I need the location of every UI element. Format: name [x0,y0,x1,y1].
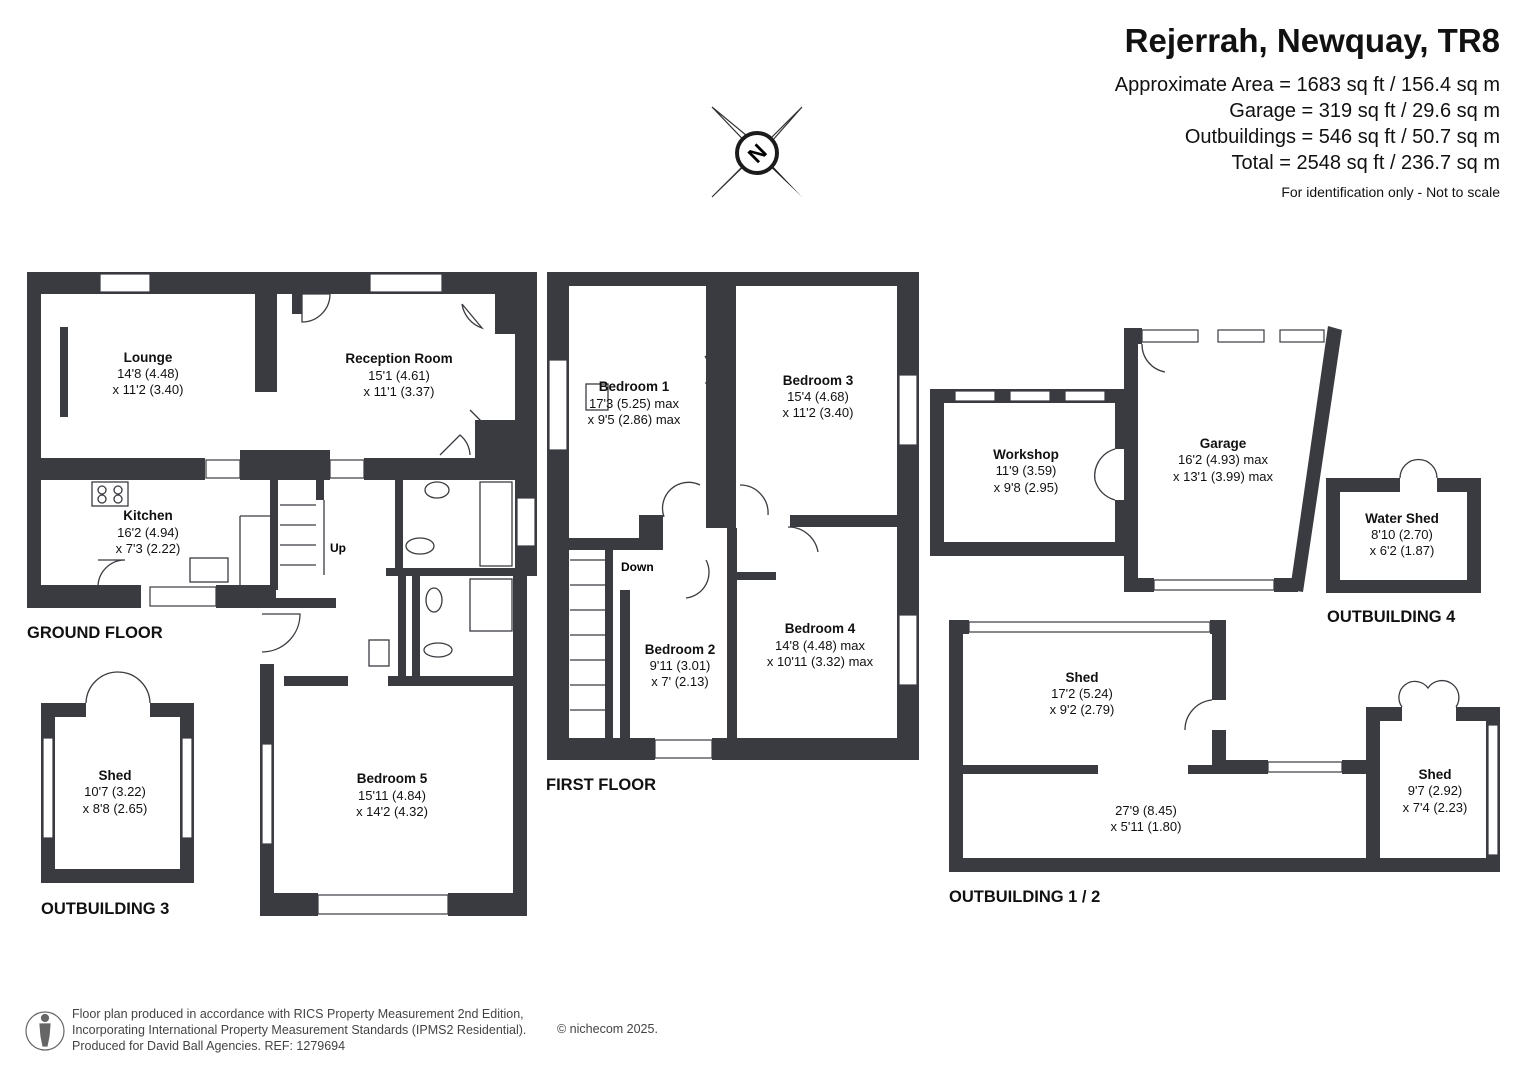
garage-dim1: 16'2 (4.93) max [1178,452,1268,467]
shed-ob1-lower-dim2: x 5'11 (1.80) [1111,819,1182,834]
shed-ob3-dim2: x 8'8 (2.65) [83,801,148,816]
kitchen-dim1: 16'2 (4.94) [117,525,179,540]
bedroom5-dim1: 15'11 (4.84) [358,788,426,803]
lounge-dim2: x 11'2 (3.40) [113,382,184,397]
first-floor-label: FIRST FLOOR [546,776,656,794]
bedroom5-dim2: x 14'2 (4.32) [356,804,428,819]
bedroom4-dim2: x 10'11 (3.32) max [767,654,874,669]
water-shed-dim2: x 6'2 (1.87) [1370,543,1435,558]
scale-note: For identification only - Not to scale [1281,184,1500,200]
footer-credit: © nichecom 2025. [557,1022,658,1036]
water-shed-dim1: 8'10 (2.70) [1371,527,1433,542]
ground-floor-label: GROUND FLOOR [27,624,163,642]
footer-line-1: Floor plan produced in accordance with R… [72,1007,524,1021]
compass-icon: N [711,106,803,198]
lounge-dim1: 14'8 (4.48) [117,366,179,381]
water-shed-name: Water Shed [1365,511,1439,526]
workshop-name: Workshop [993,447,1059,462]
footer-disclaimer: Floor plan produced in accordance with R… [72,1006,526,1054]
shed-ob1-name: Shed [1065,670,1098,685]
bedroom5-name: Bedroom 5 [357,771,428,786]
stairs-up-label: Up [330,541,346,555]
shed-ob2-name: Shed [1418,767,1451,782]
kitchen-dim2: x 7'3 (2.22) [116,541,181,556]
bedroom1-name: Bedroom 1 [599,379,670,394]
kitchen-name: Kitchen [123,508,173,523]
windows [42,273,1499,915]
workshop-dim1: 11'9 (3.59) [996,463,1057,478]
garage-name: Garage [1200,436,1247,451]
footer-line-2: Incorporating International Property Mea… [72,1023,527,1037]
bedroom4-name: Bedroom 4 [785,621,856,636]
total-area-text: Total = 2548 sq ft / 236.7 sq m [1231,152,1501,174]
reception-name: Reception Room [345,351,452,366]
bedroom2-dim2: x 7' (2.13) [651,674,708,689]
outbuilding-3-label: OUTBUILDING 3 [41,900,169,918]
lounge-name: Lounge [124,350,173,365]
approx-area-text: Approximate Area = 1683 sq ft / 156.4 sq… [1114,74,1500,96]
walls [27,272,1500,916]
bedroom3-dim2: x 11'2 (3.40) [783,405,854,420]
property-title: Rejerrah, Newquay, TR8 [1124,22,1500,59]
shed-ob1-lower-dim1: 27'9 (8.45) [1115,803,1177,818]
shed-ob2-dim2: x 7'4 (2.23) [1403,800,1468,815]
shed-ob2-dim1: 9'7 (2.92) [1408,783,1463,798]
outbuilding-4-label: OUTBUILDING 4 [1327,608,1456,626]
bedroom1-dim2: x 9'5 (2.86) max [588,412,681,427]
shed-ob1-dim1: 17'2 (5.24) [1051,686,1113,701]
reception-dim1: 15'1 (4.61) [368,368,430,383]
bedroom2-dim1: 9'11 (3.01) [650,658,711,673]
bedroom2-name: Bedroom 2 [645,642,716,657]
garage-dim2: x 13'1 (3.99) max [1173,469,1274,484]
reception-dim2: x 11'1 (3.37) [364,384,435,399]
stairs-down-label: Down [621,560,654,574]
garage-area-text: Garage = 319 sq ft / 29.6 sq m [1229,100,1500,122]
outbuildings-area-text: Outbuildings = 546 sq ft / 50.7 sq m [1184,126,1500,148]
outbuilding-1-2-label: OUTBUILDING 1 / 2 [949,888,1100,906]
footer-line-3: Produced for David Ball Agencies. REF: 1… [72,1039,346,1053]
bedroom4-dim1: 14'8 (4.48) max [775,638,865,653]
doors-and-fixtures [85,293,1460,731]
workshop-dim2: x 9'8 (2.95) [994,480,1059,495]
bedroom1-dim1: 17'3 (5.25) max [589,396,679,411]
bedroom3-name: Bedroom 3 [783,373,854,388]
person-icon [25,1011,65,1051]
bedroom3-dim1: 15'4 (4.68) [787,389,849,404]
shed-ob1-dim2: x 9'2 (2.79) [1050,702,1115,717]
shed-ob3-name: Shed [98,768,131,783]
shed-ob3-dim1: 10'7 (3.22) [84,784,146,799]
